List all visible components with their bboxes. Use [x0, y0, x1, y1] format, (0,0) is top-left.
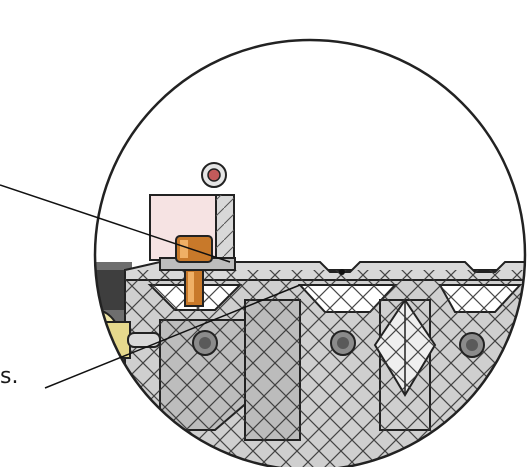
leader-line-upper — [0, 184, 231, 263]
orange-screw — [175, 235, 213, 307]
detail-circle-outline — [93, 38, 527, 467]
leader-line-lower — [44, 284, 301, 389]
detail-circle — [95, 40, 525, 467]
lower-callout-label: s. — [0, 364, 19, 389]
